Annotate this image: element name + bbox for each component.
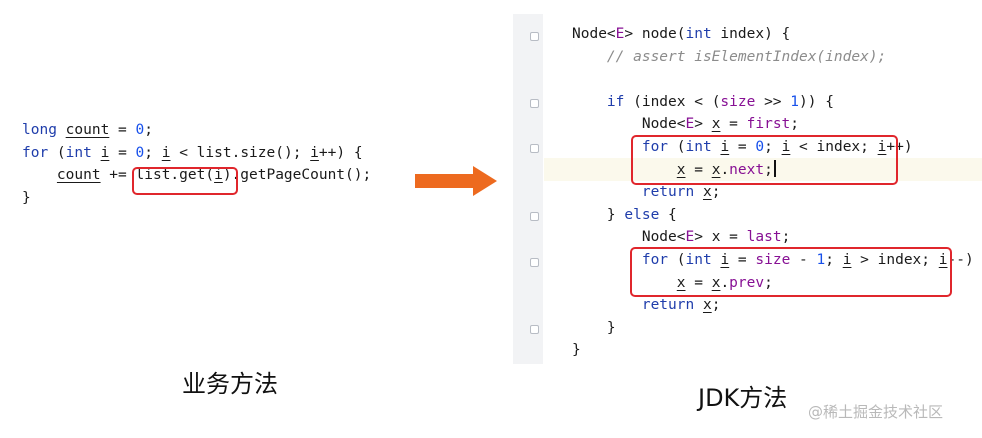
code-line: // assert isElementIndex(index); [606,48,887,65]
code-line: for (int i = 0; i < index; i++) [641,138,913,155]
code-line: Node<E> node(int index) { [572,26,791,42]
code-line: Node<E> x = last; [641,229,791,246]
caption-jdk-method: JDK方法 [698,384,788,412]
jdk-code-block: Node<E> node(int index) { // assert isEl… [572,23,974,362]
code-line: } [22,189,31,206]
fold-marker-icon[interactable] [530,325,539,334]
highlight-box-backward-loop [630,247,952,297]
code-line: long count = 0; [22,122,153,138]
highlight-box-list-get [132,167,238,195]
code-line: count += list.get(i).getPageCount(); [56,167,372,184]
fold-marker-icon[interactable] [530,212,539,221]
code-line: } else { [606,206,677,223]
text-caret [773,159,776,177]
highlight-box-forward-loop [631,135,898,185]
code-line: for (int i = size - 1; i > index; i--) [641,251,974,268]
current-line-highlight [544,158,982,181]
editor-gutter [513,14,543,364]
code-line: } [572,342,581,359]
code-line: if (index < (size >> 1)) { [606,93,834,110]
code-line: Node<E> x = first; [641,116,800,133]
watermark: @稀土掘金技术社区 [808,403,944,421]
code-line: return x; [641,297,721,314]
code-line: x = x.prev; [676,274,773,291]
right-arrow-icon [415,166,497,196]
code-line: for (int i = 0; i < list.size(); i++) { [22,144,363,161]
fold-marker-icon[interactable] [530,32,539,41]
caption-business-method: 业务方法 [182,370,278,398]
code-line: return x; [641,184,721,201]
fold-marker-icon[interactable] [530,99,539,108]
code-line: x = x.next; [572,159,974,182]
code-line: } [606,319,616,336]
business-code-block: long count = 0; for (int i = 0; i < list.… [22,119,371,209]
jdk-code-editor: Node<E> node(int index) { // assert isEl… [513,14,982,364]
code-line [572,68,974,91]
fold-marker-icon[interactable] [530,258,539,267]
fold-marker-icon[interactable] [530,144,539,153]
